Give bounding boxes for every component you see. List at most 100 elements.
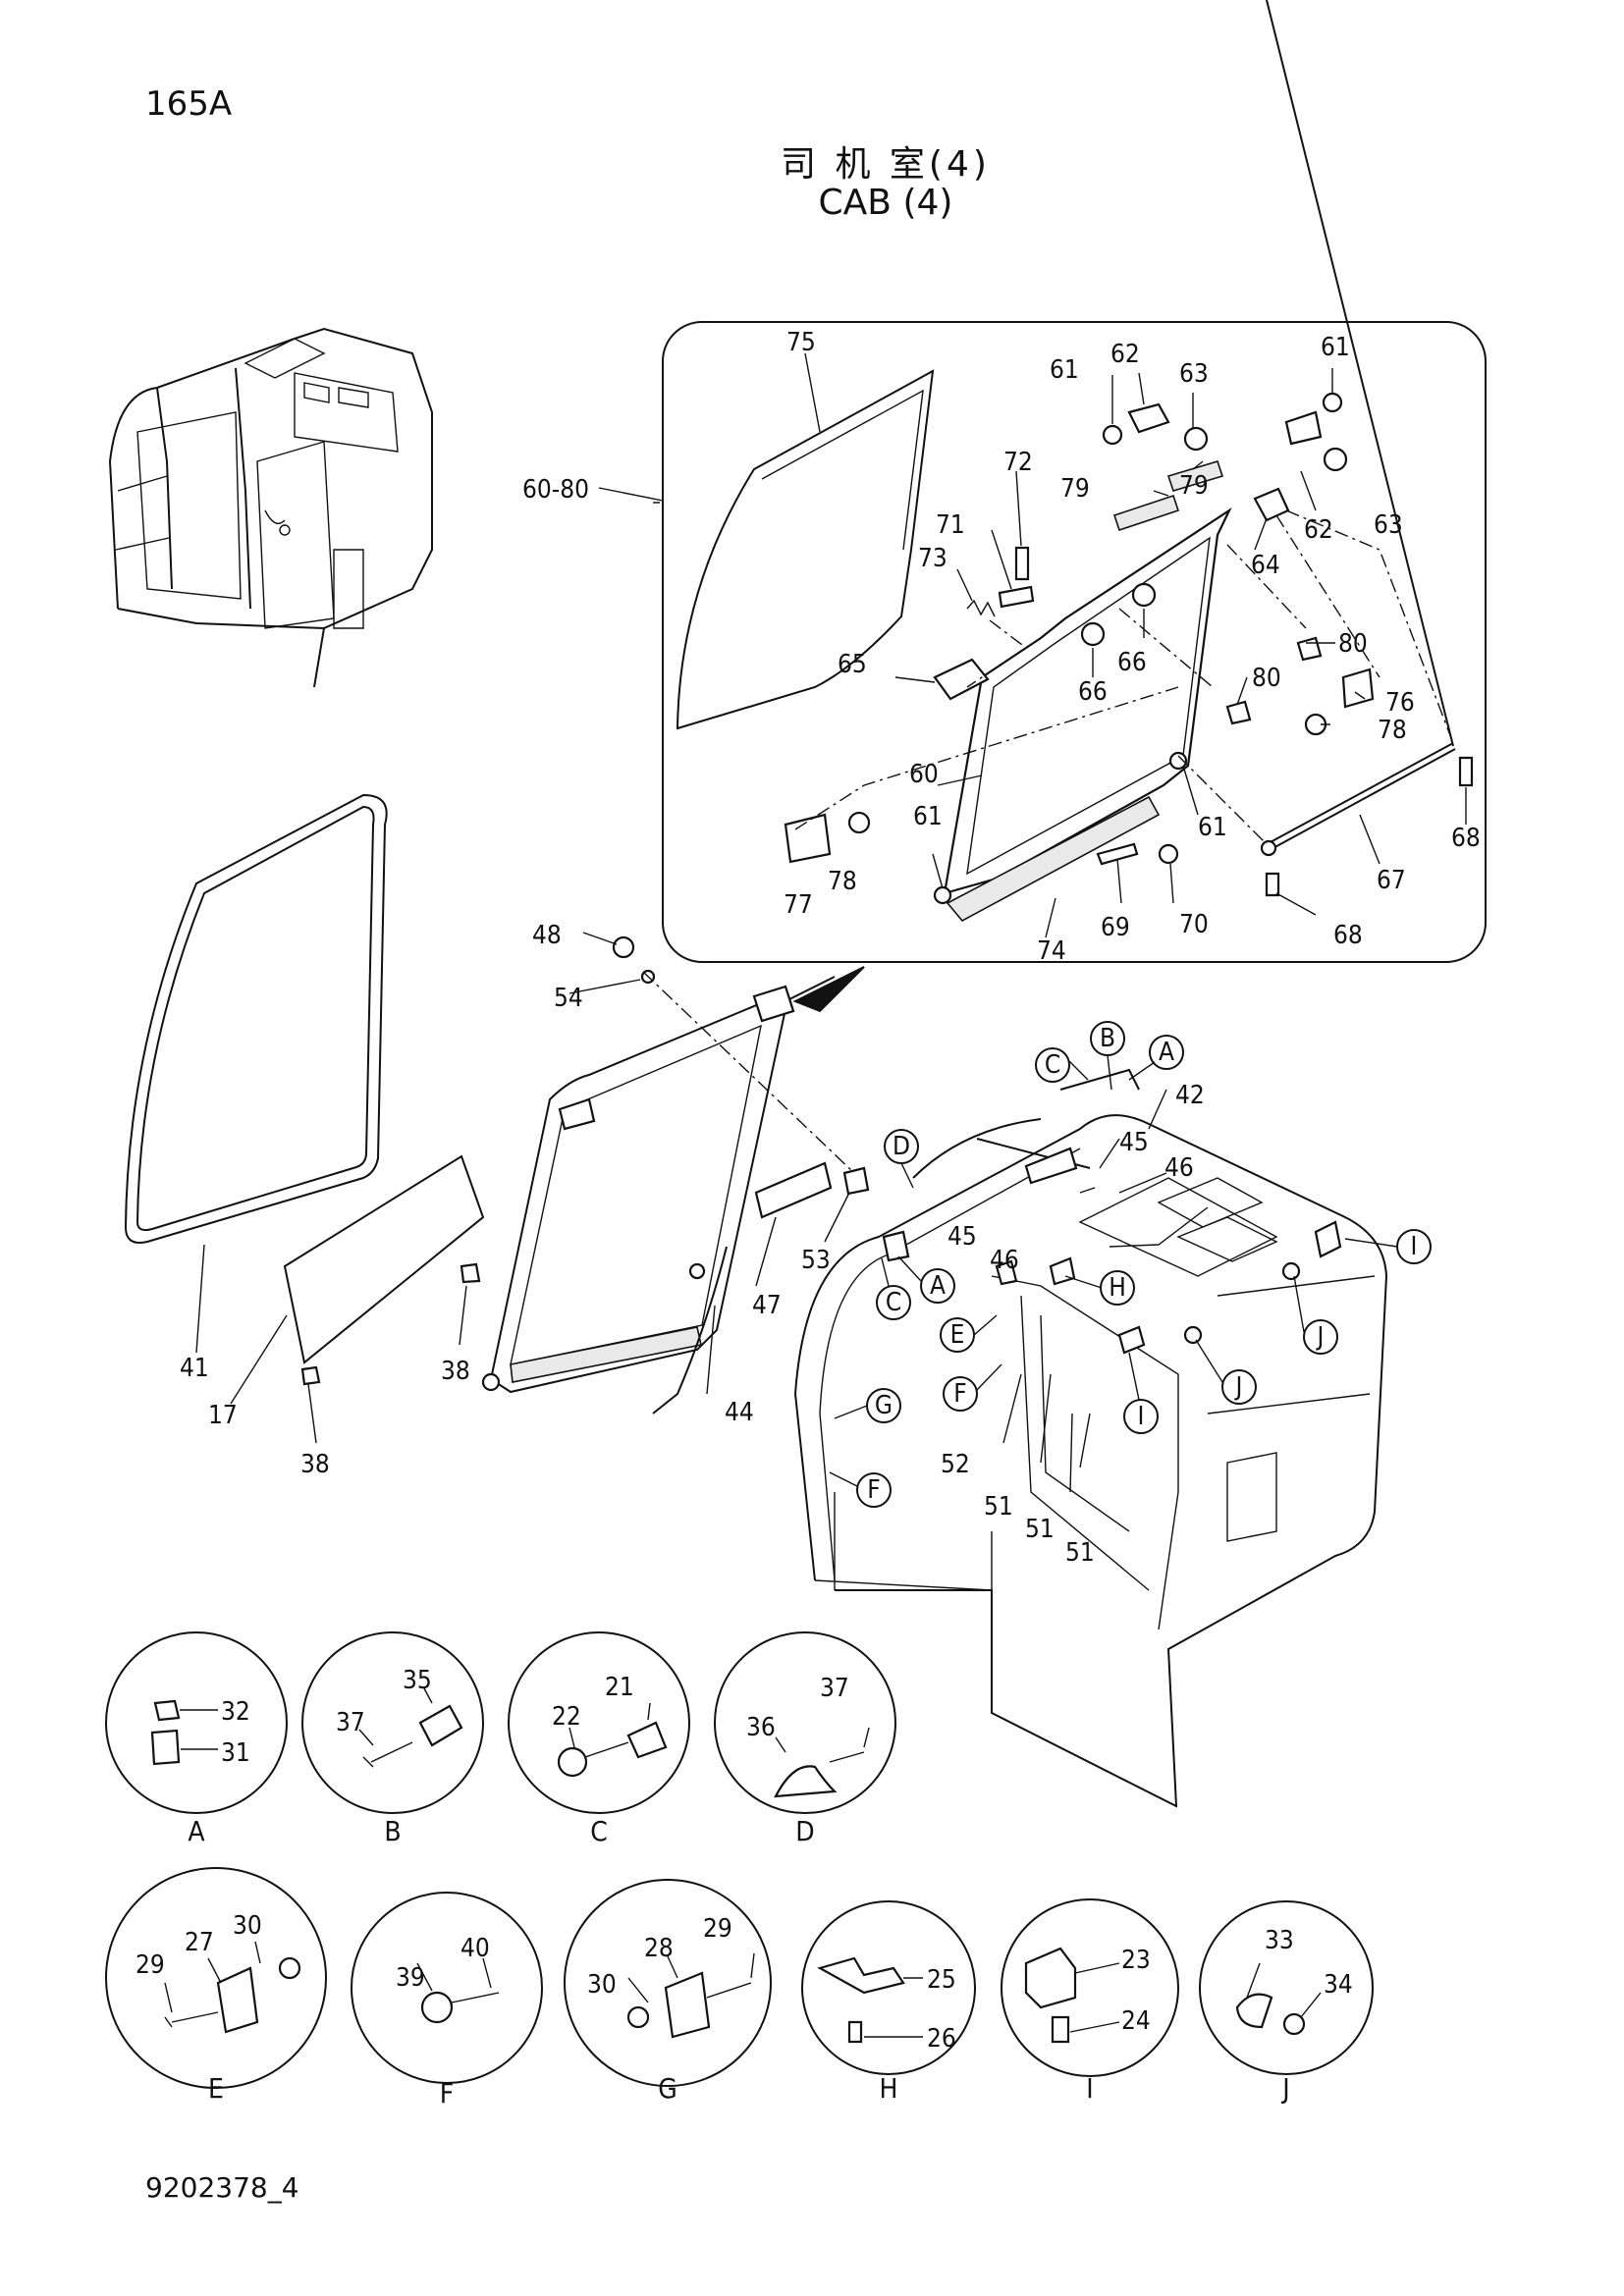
circle-ref-f: F [953, 1379, 966, 1409]
callout-72: 72 [1003, 448, 1033, 477]
callout-45: 45 [947, 1222, 977, 1252]
cab-overview-illustration [108, 327, 433, 688]
callout-68: 68 [1451, 824, 1481, 853]
rail-79b [1166, 460, 1224, 492]
bolt-68a [1458, 756, 1474, 787]
circle-ref-a: A [930, 1271, 946, 1301]
detail-callout-29: 29 [135, 1950, 165, 1980]
detail-callout-40: 40 [460, 1934, 490, 1963]
callout-63: 63 [1374, 510, 1403, 540]
callout-45: 45 [1119, 1128, 1149, 1157]
spring-73 [966, 599, 996, 617]
detail-callout-26: 26 [927, 2024, 956, 2054]
circle-ref-e: E [950, 1320, 965, 1350]
detail-callout-22: 22 [552, 1702, 581, 1732]
callout-61: 61 [913, 802, 943, 831]
callout-67: 67 [1377, 866, 1406, 895]
callout-42: 42 [1175, 1081, 1205, 1110]
callout-80: 80 [1338, 629, 1368, 659]
detail-A: 32 31 A [105, 1631, 288, 1847]
bolt-63b [1323, 447, 1348, 472]
detail-callout-21: 21 [605, 1673, 634, 1702]
inset-box-door-parts [598, 0, 1487, 963]
latch-65 [933, 658, 990, 701]
callout-61: 61 [1198, 813, 1227, 842]
detail-callout-31: 31 [221, 1738, 250, 1768]
cab-body [793, 1068, 1388, 1808]
callout-51: 51 [1025, 1515, 1055, 1544]
detail-D: 37 36 D [714, 1631, 896, 1847]
inset-arrow [792, 966, 865, 1013]
circle-ref-d: D [893, 1132, 910, 1161]
latch-64 [1253, 487, 1290, 522]
bolt-68b [1265, 872, 1280, 897]
callout-79: 79 [1179, 471, 1209, 501]
callout-54: 54 [554, 984, 583, 1013]
clip-38b [300, 1365, 321, 1386]
callout-74: 74 [1037, 936, 1066, 966]
detail-callout-27: 27 [185, 1928, 214, 1957]
detail-label-f: F [440, 2077, 455, 2109]
callout-51: 51 [1065, 1538, 1095, 1568]
detail-label-b: B [384, 1815, 401, 1847]
bottom-rail-74 [946, 795, 1161, 923]
bolt-63a [1183, 426, 1209, 452]
detail-J: 33 34 J [1199, 1900, 1374, 2105]
detail-G: 30 28 29 G [564, 1879, 772, 2105]
circle-ref-i: I [1138, 1402, 1145, 1431]
callout-47: 47 [752, 1291, 782, 1320]
callout-80: 80 [1252, 664, 1281, 693]
nut-61d [1168, 751, 1188, 771]
callout-66: 66 [1117, 648, 1147, 677]
block-53 [842, 1166, 870, 1196]
detail-callout-37: 37 [820, 1674, 849, 1703]
detail-I: 23 24 I [1001, 1898, 1179, 2105]
detail-callout-37: 37 [336, 1708, 365, 1737]
circle-ref-c: C [1045, 1050, 1060, 1080]
weatherstrip-41 [124, 793, 388, 1244]
nut-61a [1102, 424, 1123, 446]
detail-callout-28: 28 [644, 1934, 674, 1963]
detail-callout-25: 25 [927, 1965, 956, 1995]
bracket-47 [754, 1161, 833, 1219]
callout-52: 52 [941, 1450, 970, 1479]
title-chinese: 司 机 室(4) [781, 144, 991, 185]
door-frame-assembly [481, 985, 795, 1394]
detail-C: 22 21 C [508, 1631, 690, 1847]
callout-labels: 75 61 62 63 61 60-80 72 79 79 62 63 71 7… [180, 328, 1481, 1568]
detail-callout-36: 36 [746, 1713, 776, 1742]
glass-panel-75 [676, 369, 935, 730]
detail-label-e: E [208, 2072, 224, 2105]
door-frame-60 [943, 507, 1232, 895]
bolt-78b [847, 811, 871, 834]
circle-ref-a: A [1159, 1038, 1174, 1067]
circle-ref-f: F [867, 1475, 880, 1505]
detail-callout-29: 29 [703, 1914, 732, 1944]
callout-48: 48 [532, 921, 562, 950]
bracket-62a [1127, 402, 1170, 434]
detail-E: 29 27 30 E [105, 1867, 327, 2105]
nut-80a [1296, 636, 1323, 662]
cable-44 [652, 1246, 728, 1415]
nut-61c [933, 885, 952, 905]
callout-38: 38 [441, 1357, 470, 1386]
detail-H: 25 26 H [801, 1900, 976, 2105]
callout-62: 62 [1304, 515, 1333, 545]
callout-44: 44 [725, 1398, 754, 1427]
circle-ref-i: I [1411, 1232, 1418, 1261]
callout-75: 75 [786, 328, 816, 357]
callout-62: 62 [1110, 340, 1140, 369]
bolt-66b [1131, 582, 1157, 608]
circle-ref-j: J [1316, 1322, 1325, 1352]
callout-17: 17 [208, 1401, 238, 1430]
callout-60-80: 60-80 [522, 475, 589, 505]
screw-70 [1158, 843, 1179, 865]
callout-60: 60 [909, 760, 939, 789]
detail-label-h: H [880, 2072, 898, 2105]
clip-69 [1096, 842, 1139, 866]
callout-65: 65 [838, 650, 867, 679]
callout-68: 68 [1333, 921, 1363, 950]
detail-callout-30: 30 [587, 1970, 617, 2000]
circle-ref-g: G [875, 1391, 893, 1420]
callout-77: 77 [784, 890, 813, 920]
